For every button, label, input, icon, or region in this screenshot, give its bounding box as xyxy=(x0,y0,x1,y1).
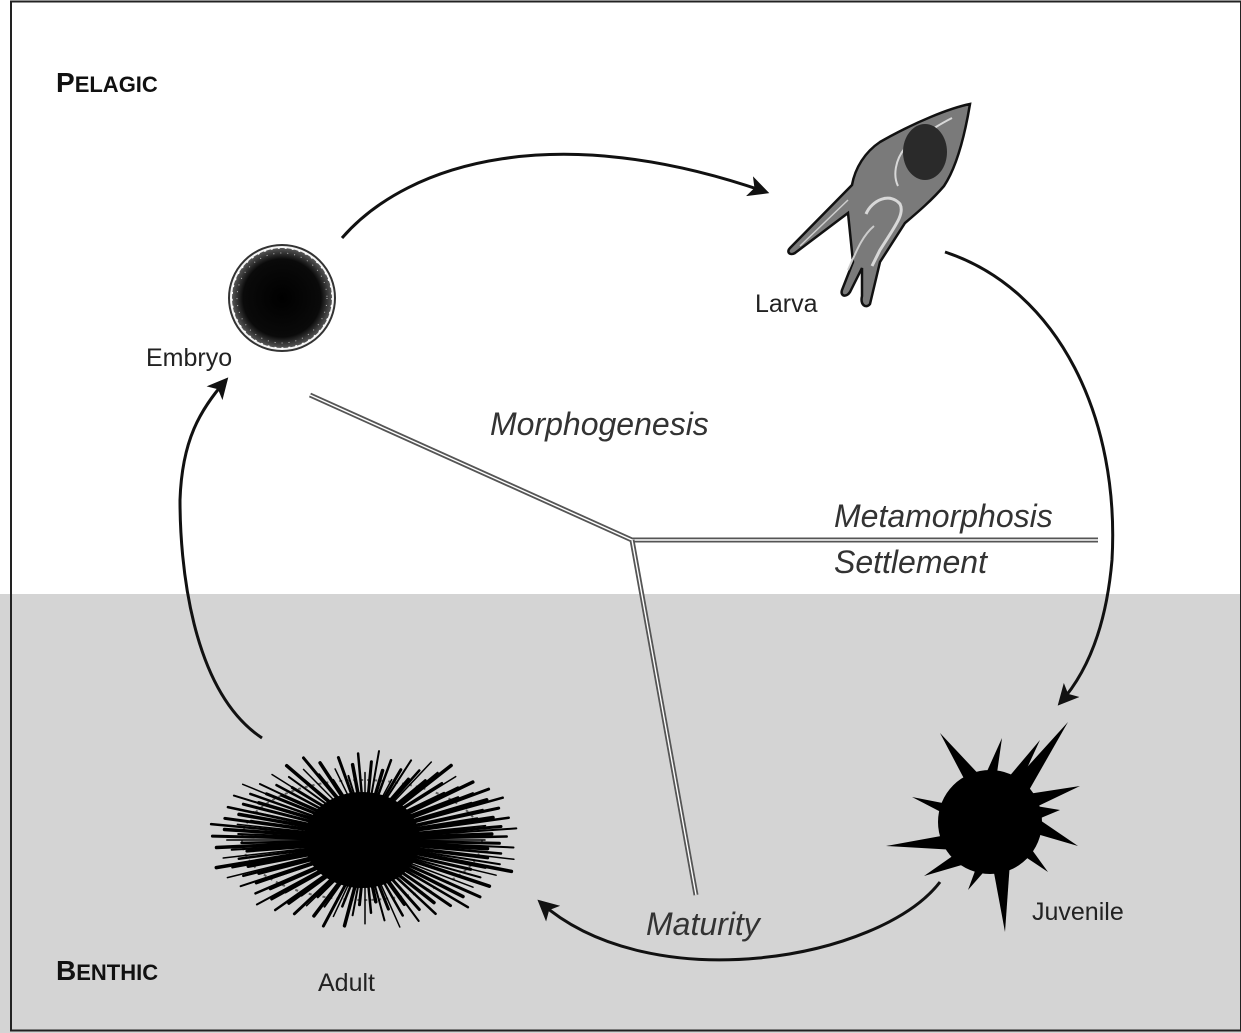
maturity-label: Maturity xyxy=(646,906,762,942)
embryo-illustration xyxy=(229,245,335,351)
embryo-label: Embryo xyxy=(146,344,232,372)
larva-label: Larva xyxy=(755,290,818,318)
morphogenesis-label: Morphogenesis xyxy=(490,406,709,442)
juvenile-label: Juvenile xyxy=(1032,898,1124,926)
benthic-zone xyxy=(0,594,1241,1033)
benthic-label: BENTHIC xyxy=(56,955,158,986)
settlement-label: Settlement xyxy=(834,544,988,580)
metamorphosis-label: Metamorphosis xyxy=(834,498,1053,534)
pelagic-zone xyxy=(0,0,1241,594)
adult-label: Adult xyxy=(318,969,375,997)
pelagic-label: PELAGIC xyxy=(56,67,158,98)
